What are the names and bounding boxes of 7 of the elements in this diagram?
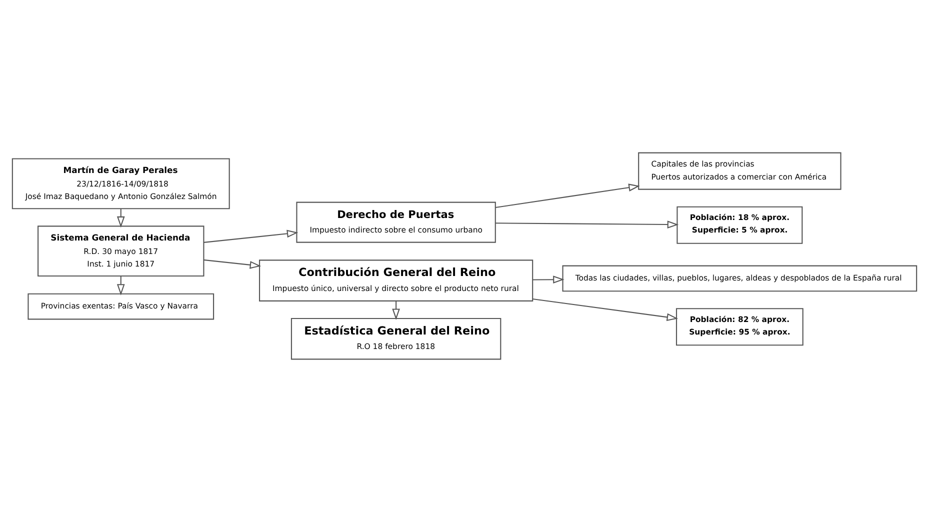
arrow xyxy=(532,275,564,284)
arrow xyxy=(496,220,679,228)
arrow xyxy=(116,276,125,295)
arrow xyxy=(204,258,262,268)
arrow xyxy=(532,298,678,321)
arrow xyxy=(495,183,640,208)
arrow xyxy=(204,229,298,242)
